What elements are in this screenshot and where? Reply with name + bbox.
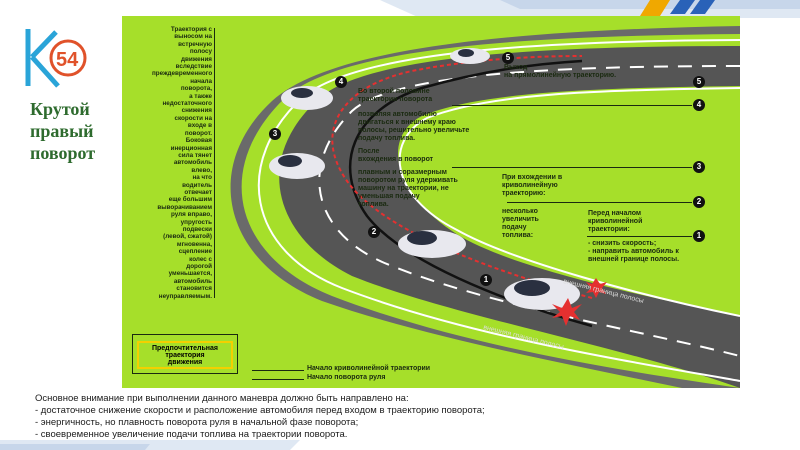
bottom-decoration bbox=[0, 440, 300, 450]
impact-star-icon bbox=[586, 278, 607, 298]
connector-line bbox=[507, 202, 692, 203]
car-3 bbox=[269, 153, 325, 179]
marker-2: 2 bbox=[368, 226, 380, 238]
turn-start-label: Начало поворота руля bbox=[307, 374, 386, 381]
logo-k54-icon: 54 bbox=[25, 29, 87, 88]
legend-swatch bbox=[137, 341, 233, 369]
car-4 bbox=[281, 86, 333, 110]
reduce-speed-note: - снизить скорость;- направить автомобил… bbox=[588, 240, 680, 263]
marker-4: 4 bbox=[335, 76, 347, 88]
curve-start-label: Начало криволинейной траектории bbox=[307, 365, 431, 372]
connector-line bbox=[252, 379, 304, 380]
note-bracket-line bbox=[214, 28, 215, 298]
exit-label: Выход на прямолинейную траекторию. bbox=[504, 64, 617, 79]
connector-line bbox=[452, 167, 692, 168]
connector-line bbox=[452, 105, 692, 106]
legend-marker-1: 1 bbox=[693, 230, 705, 242]
legend-marker-4: 4 bbox=[693, 99, 705, 111]
edge-line-inner bbox=[398, 87, 740, 317]
caption-line: - достаточное снижение скорости и распол… bbox=[35, 405, 485, 416]
title-line: Крутой bbox=[30, 99, 90, 119]
preferred-trajectory-legend: Предпочтительная траектория движения bbox=[132, 334, 238, 374]
connector-line bbox=[252, 370, 304, 371]
marker-5: 5 bbox=[502, 52, 514, 64]
caption-text: Основное внимание при выполнении данного… bbox=[35, 393, 775, 441]
connector-line bbox=[587, 236, 692, 237]
marker-3: 3 bbox=[269, 128, 281, 140]
road-surface bbox=[279, 46, 740, 388]
center-line bbox=[318, 65, 740, 357]
car-5 bbox=[450, 48, 490, 64]
caption-line: - своевременное увеличение подачи топлив… bbox=[35, 429, 348, 440]
legend-marker-3: 3 bbox=[693, 161, 705, 173]
logo-text: 54 bbox=[56, 49, 79, 71]
page-title: Крутой правый поворот bbox=[30, 98, 120, 164]
caption-line: Основное внимание при выполнении данного… bbox=[35, 393, 409, 404]
car-2 bbox=[398, 230, 466, 258]
impact-star-icon bbox=[552, 298, 582, 326]
title-line: поворот bbox=[30, 143, 96, 163]
legend-marker-5: 5 bbox=[693, 76, 705, 88]
title-line: правый bbox=[30, 121, 94, 141]
marker-1: 1 bbox=[480, 274, 492, 286]
legend-marker-2: 2 bbox=[693, 196, 705, 208]
caption-line: - энергичность, но плавность поворота ру… bbox=[35, 417, 359, 428]
car-1 bbox=[504, 278, 580, 310]
preferred-trajectory bbox=[349, 59, 593, 328]
edge-line-outer bbox=[257, 39, 740, 382]
